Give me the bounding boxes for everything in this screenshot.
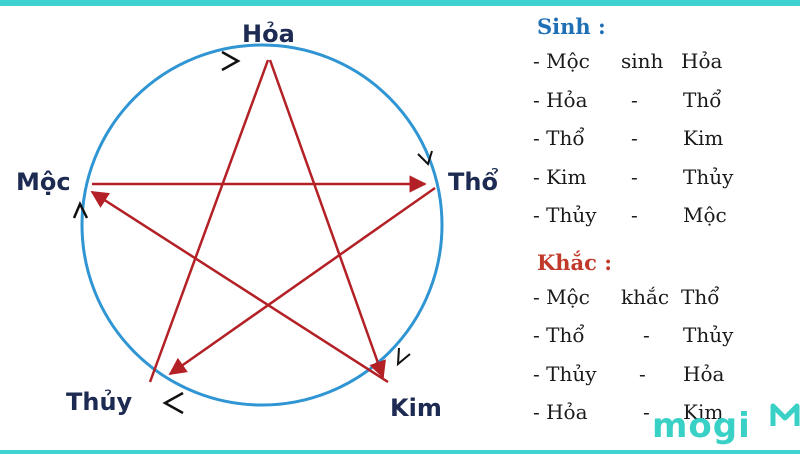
sinh-row: - Thổ - Kim bbox=[533, 122, 793, 161]
row-relation: - bbox=[631, 203, 638, 227]
row-object: Thổ bbox=[683, 87, 722, 112]
generating-cycle-circle bbox=[80, 43, 444, 407]
row-subject: - Mộc bbox=[533, 284, 590, 309]
khac-row: - Thủy - Hỏa bbox=[533, 358, 793, 397]
sinh-list: - Mộc sinh Hỏa - Hỏa - Thổ - Thổ - Kim -… bbox=[533, 45, 793, 238]
row-object: Kim bbox=[683, 400, 724, 424]
five-elements-diagram: Hỏa Thổ Kim Thủy Mộc bbox=[0, 6, 520, 450]
sinh-row: - Thủy - Mộc bbox=[533, 199, 793, 238]
row-relation: - bbox=[631, 164, 638, 189]
row-object: Thổ bbox=[681, 284, 720, 309]
row-object: Kim bbox=[683, 126, 724, 150]
row-object: Mộc bbox=[683, 203, 727, 227]
row-object: Hỏa bbox=[683, 361, 725, 386]
row-subject: - Hỏa bbox=[533, 400, 588, 424]
circle-arrowhead-tho bbox=[417, 150, 433, 166]
circle-arrowhead-hoa bbox=[221, 50, 241, 72]
row-object: Thủy bbox=[683, 164, 734, 189]
circle-arrowhead-moc bbox=[72, 201, 89, 219]
circle-arrowhead-thuy bbox=[162, 391, 184, 415]
star-arrow-kim-moc bbox=[90, 190, 389, 384]
mogi-logo-icon bbox=[770, 403, 800, 426]
legend-panel: Sinh : - Mộc sinh Hỏa - Hỏa - Thổ - Thổ … bbox=[533, 14, 793, 435]
node-moc: Mộc bbox=[16, 168, 71, 196]
node-tho: Thổ bbox=[448, 168, 498, 196]
row-relation: - bbox=[631, 126, 638, 150]
row-subject: - Thổ bbox=[533, 323, 585, 347]
mogi-watermark: mogi bbox=[652, 406, 751, 446]
row-subject: - Hỏa bbox=[533, 87, 588, 112]
row-subject: - Kim bbox=[533, 164, 587, 189]
star-arrow-hoa-kim bbox=[268, 59, 386, 379]
node-hoa: Hỏa bbox=[242, 20, 295, 48]
row-subject: - Thủy bbox=[533, 203, 597, 227]
sinh-row: - Mộc sinh Hỏa bbox=[533, 45, 793, 84]
row-relation: - bbox=[643, 323, 650, 347]
row-object: Hỏa bbox=[681, 49, 723, 73]
khac-row: - Hỏa - Kim bbox=[533, 396, 793, 435]
star-arrow-thuy-hoa bbox=[148, 59, 270, 383]
node-thuy: Thủy bbox=[66, 388, 133, 416]
star-arrow-tho-thuy bbox=[168, 186, 436, 376]
cycle-svg bbox=[72, 43, 444, 415]
khac-list: - Mộc khắc Thổ - Thổ - Thủy - Thủy - Hỏa… bbox=[533, 281, 793, 435]
five-elements-canvas: Hỏa Thổ Kim Thủy Mộc Sinh : - Mộc sinh H… bbox=[0, 6, 800, 450]
sinh-heading: Sinh : bbox=[537, 14, 606, 39]
row-relation: - bbox=[639, 361, 646, 386]
row-relation: sinh bbox=[621, 49, 664, 73]
row-subject: - Thổ bbox=[533, 126, 585, 150]
node-kim: Kim bbox=[390, 394, 442, 422]
sinh-row: - Kim - Thủy bbox=[533, 161, 793, 200]
khac-row: - Mộc khắc Thổ bbox=[533, 281, 793, 320]
row-relation: - bbox=[643, 400, 650, 424]
circle-arrowhead-kim bbox=[396, 347, 411, 367]
row-relation: - bbox=[631, 87, 638, 112]
row-object: Thủy bbox=[683, 323, 734, 347]
row-relation: khắc bbox=[621, 284, 670, 309]
row-subject: - Mộc bbox=[533, 49, 590, 73]
khac-row: - Thổ - Thủy bbox=[533, 319, 793, 358]
khac-heading: Khắc : bbox=[537, 249, 612, 275]
sinh-row: - Hỏa - Thổ bbox=[533, 84, 793, 123]
row-subject: - Thủy bbox=[533, 361, 597, 386]
